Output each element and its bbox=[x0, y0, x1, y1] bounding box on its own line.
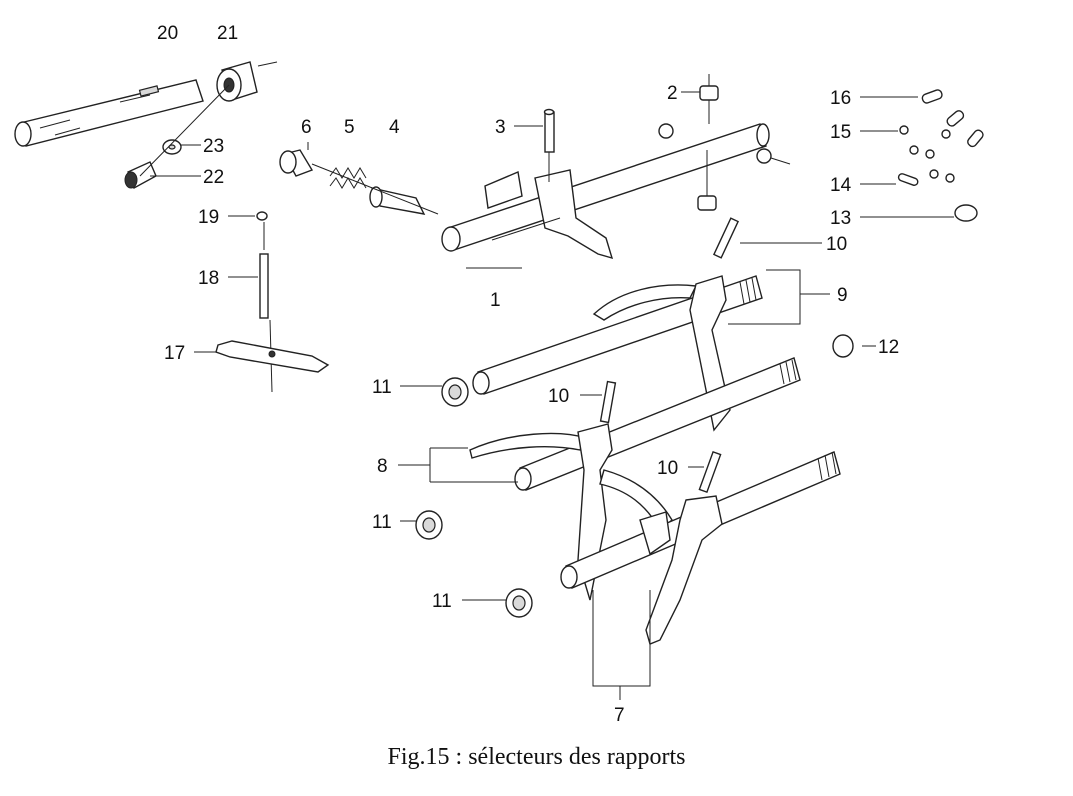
callout-21: 21 bbox=[217, 23, 238, 44]
part-21-collar bbox=[216, 61, 278, 102]
part-19-ring bbox=[256, 211, 268, 221]
callout-9: 9 bbox=[837, 285, 848, 306]
callout-3: 3 bbox=[495, 117, 506, 138]
part-10-pin-lower bbox=[698, 450, 722, 494]
part-2-bush bbox=[658, 74, 791, 211]
callout-10-middle: 10 bbox=[548, 386, 569, 407]
part-10-pin-middle bbox=[599, 380, 617, 424]
part-13-bush bbox=[954, 204, 978, 222]
callout-11-lower: 11 bbox=[432, 591, 452, 612]
callout-22: 22 bbox=[203, 167, 224, 188]
part-11-bearing-upper bbox=[441, 377, 469, 407]
callout-20: 20 bbox=[157, 23, 178, 44]
part-15-balls bbox=[899, 125, 955, 183]
part-23-washer bbox=[162, 139, 182, 155]
callout-1: 1 bbox=[490, 290, 501, 311]
callout-7: 7 bbox=[614, 705, 625, 726]
callout-16: 16 bbox=[830, 88, 851, 109]
figure-caption: Fig.15 : sélecteurs des rapports bbox=[387, 744, 686, 770]
part-6-plug bbox=[279, 149, 314, 177]
callout-5: 5 bbox=[344, 117, 355, 138]
callout-15: 15 bbox=[830, 122, 851, 143]
callout-18: 18 bbox=[198, 268, 219, 289]
callout-10-upper: 10 bbox=[826, 234, 847, 255]
part-11-bearing-middle bbox=[415, 510, 443, 540]
part-10-pin-upper bbox=[712, 217, 740, 259]
callout-17: 17 bbox=[164, 343, 185, 364]
part-17-plate bbox=[215, 340, 330, 373]
part-14-detent-pin bbox=[897, 173, 919, 186]
callout-13: 13 bbox=[830, 208, 851, 229]
callout-23: 23 bbox=[203, 136, 224, 157]
part-8-shift-rod bbox=[469, 357, 801, 601]
part-20-selector-shaft bbox=[14, 79, 204, 147]
callout-10-lower: 10 bbox=[657, 458, 678, 479]
callout-4: 4 bbox=[389, 117, 400, 138]
part-22-screw bbox=[124, 161, 157, 190]
callout-11-middle: 11 bbox=[372, 512, 392, 533]
callout-labels: 20 21 23 22 19 18 17 6 5 4 3 2 1 16 15 1… bbox=[157, 23, 899, 726]
part-16-springs bbox=[921, 89, 984, 148]
part-11-bearing-lower bbox=[505, 588, 533, 618]
part-1-selector-shaft bbox=[441, 123, 770, 260]
part-3-pin bbox=[543, 108, 555, 153]
callout-2: 2 bbox=[667, 83, 678, 104]
part-4-piston bbox=[369, 186, 426, 215]
part-7-shift-rod bbox=[560, 451, 841, 645]
callout-19: 19 bbox=[198, 207, 219, 228]
part-18-rod bbox=[259, 253, 269, 319]
callout-12: 12 bbox=[878, 337, 899, 358]
callout-8: 8 bbox=[377, 456, 388, 477]
callout-11-upper: 11 bbox=[372, 377, 392, 398]
callout-6: 6 bbox=[301, 117, 312, 138]
leader-lines bbox=[150, 91, 954, 601]
callout-14: 14 bbox=[830, 175, 852, 196]
part-12-plug bbox=[832, 334, 854, 358]
